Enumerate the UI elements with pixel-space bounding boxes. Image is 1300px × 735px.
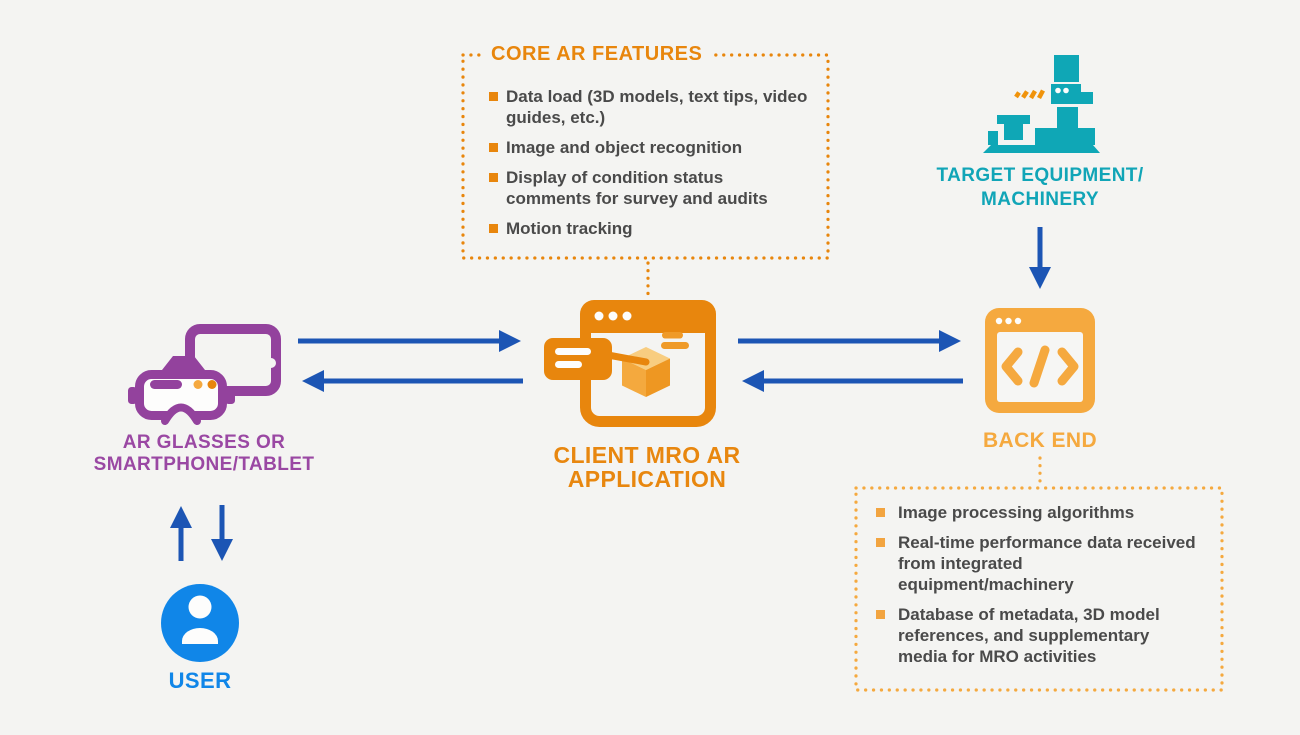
bullet-square-icon [489,224,498,233]
signal-chevrons-icon [1014,89,1045,100]
list-item: Image processing algorithms [876,502,1198,523]
device-label: AR GLASSES OR SMARTPHONE/TABLET [93,432,315,475]
list-item: Image and object recognition [489,137,813,158]
bullet-square-icon [489,173,498,182]
bullet-square-icon [489,143,498,152]
backend-features-box-border [854,486,1224,692]
bullet-square-icon [876,508,885,517]
core-features-title: CORE AR FEATURES [483,43,711,66]
bullet-square-icon [876,610,885,619]
backend-label: BACK END [982,429,1098,452]
client-app-label: CLIENT MRO AR APPLICATION [553,442,741,492]
client-app-icon [544,300,716,427]
flow-arrows [169,227,1052,561]
list-item: Display of condition status comments for… [489,167,813,209]
bullet-square-icon [489,92,498,101]
user-label: USER [168,668,232,693]
user-icon [161,584,239,662]
ar-glasses-tablet-icon [128,324,281,425]
core-features-list: Data load (3D models, text tips, video g… [489,86,813,248]
list-item: Motion tracking [489,218,813,239]
target-equipment-icon [983,55,1100,153]
backend-code-icon [985,308,1095,413]
target-equipment-label: TARGET EQUIPMENT/ MACHINERY [936,165,1144,210]
backend-features-list: Image processing algorithms Real-time pe… [876,502,1198,676]
list-item: Data load (3D models, text tips, video g… [489,86,813,128]
list-item: Database of metadata, 3D model reference… [876,604,1198,667]
list-item: Real-time performance data received from… [876,532,1198,595]
bullet-square-icon [876,538,885,547]
